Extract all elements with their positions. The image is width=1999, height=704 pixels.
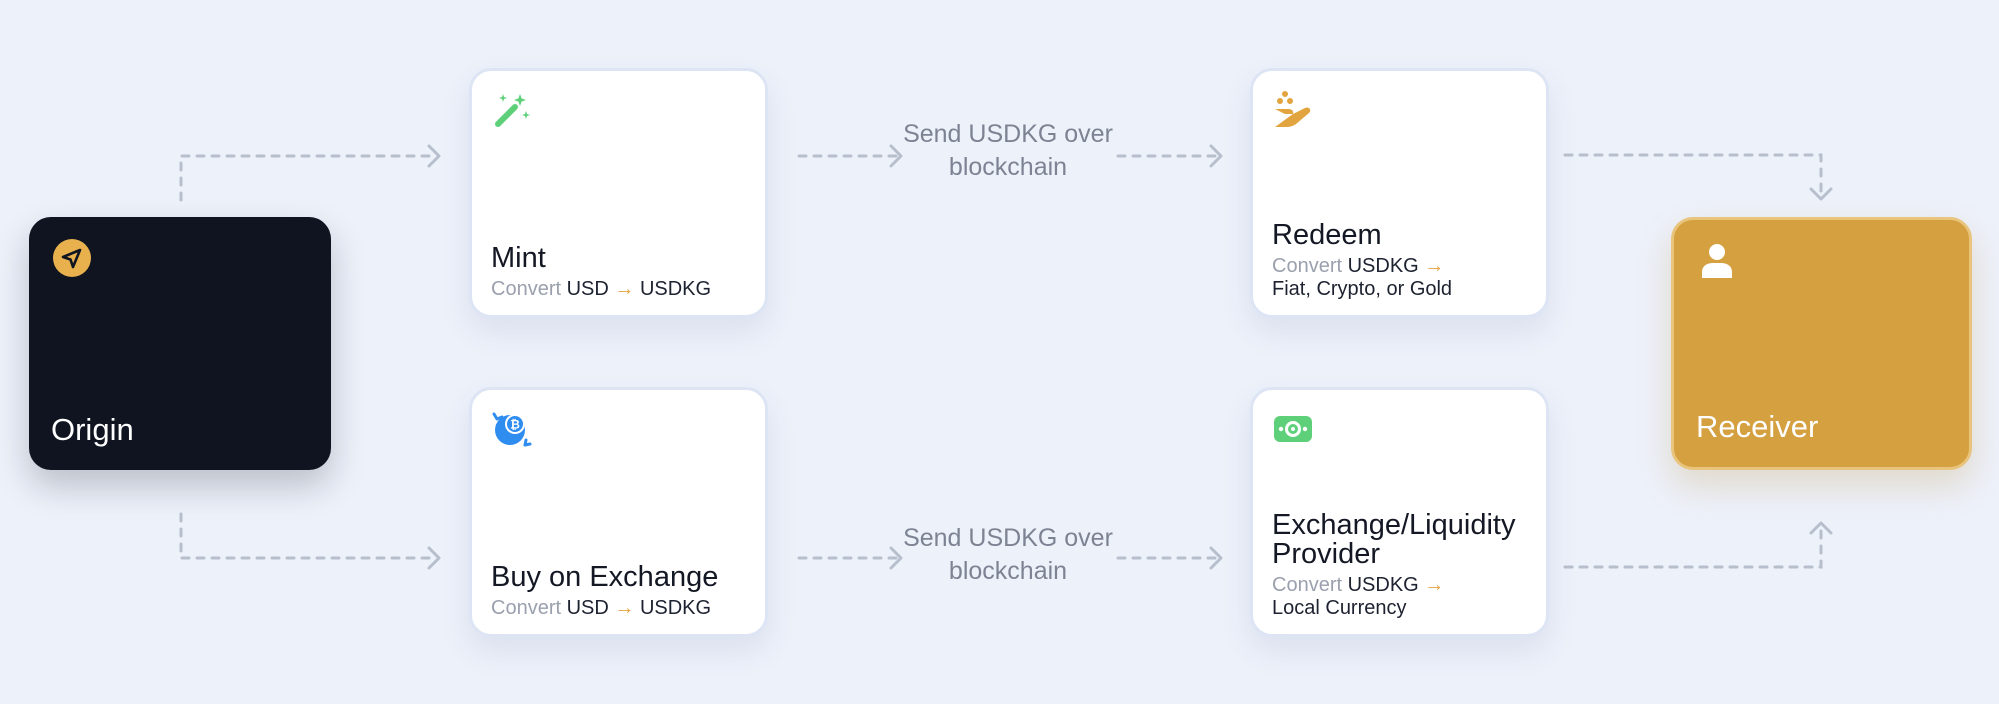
convert-to: Local Currency <box>1272 597 1407 619</box>
arrowhead-to-buy <box>427 546 441 570</box>
convert-from: USDKG <box>1347 255 1419 277</box>
mint-title: Mint <box>491 242 546 275</box>
magic-wand-icon <box>491 89 533 131</box>
convert-prefix: Convert <box>1272 574 1343 596</box>
bitcoin-exchange-icon: ₿ <box>491 408 533 450</box>
arrow-right-icon: → <box>614 597 635 619</box>
arrow-right-icon: → <box>1424 574 1445 596</box>
receiver-node[interactable]: Receiver <box>1671 217 1972 470</box>
arrowhead-to-exchange <box>1209 546 1223 570</box>
redeem-title: Redeem <box>1272 219 1382 252</box>
convert-to: USDKG <box>639 278 712 300</box>
convert-from: USDKG <box>1347 574 1419 596</box>
convert-from: USD <box>566 597 609 619</box>
exchange-provider-title: Exchange/Liquidity Provider <box>1272 508 1516 571</box>
arrowhead-to-redeem <box>1209 144 1223 168</box>
arrow-right-icon: → <box>1424 255 1445 277</box>
arrow-right-icon: → <box>614 278 635 300</box>
exchange-provider-subtitle: Convert USDKG → <box>1272 574 1536 597</box>
cash-icon <box>1272 408 1314 450</box>
convert-prefix: Convert <box>1272 255 1343 277</box>
mint-subtitle: Convert USD → USDKG <box>491 278 755 301</box>
arrowhead-up-from-receiver <box>1809 521 1833 535</box>
convert-prefix: Convert <box>491 278 562 300</box>
connector-redeem-to-receiver <box>1563 153 1823 198</box>
convert-to: Fiat, Crypto, or Gold <box>1272 278 1453 300</box>
send-icon <box>51 237 93 279</box>
user-icon <box>1696 240 1738 282</box>
arrowhead-to-send-top <box>889 144 903 168</box>
connector-origin-to-mint <box>179 154 438 202</box>
redeem-subtitle: Convert USDKG → <box>1272 255 1536 278</box>
connector-origin-to-buy <box>179 512 438 560</box>
receiver-label: Receiver <box>1696 409 1819 444</box>
arrowhead-to-send-bottom <box>889 546 903 570</box>
exchange-liquidity-provider-card[interactable]: Exchange/Liquidity Provider Convert USDK… <box>1250 387 1549 637</box>
svg-text:₿: ₿ <box>510 418 520 432</box>
hand-coins-icon <box>1272 89 1314 131</box>
buy-on-exchange-card[interactable]: ₿ Buy on Exchange Convert USD → USDKG <box>469 387 768 637</box>
origin-label: Origin <box>51 412 134 447</box>
send-over-blockchain-label-top: Send USDKG over blockchain <box>903 120 1113 181</box>
redeem-card[interactable]: Redeem Convert USDKG → Fiat, Crypto, or … <box>1250 68 1549 318</box>
connector-exchange-to-receiver <box>1563 524 1823 569</box>
origin-node[interactable]: Origin <box>29 217 331 470</box>
convert-to: USDKG <box>639 597 712 619</box>
convert-from: USD <box>566 278 609 300</box>
mint-card[interactable]: Mint Convert USD → USDKG <box>469 68 768 318</box>
convert-prefix: Convert <box>491 597 562 619</box>
buy-title: Buy on Exchange <box>491 561 719 594</box>
arrowhead-to-mint <box>427 144 441 168</box>
arrowhead-down-to-receiver <box>1809 187 1833 201</box>
send-over-blockchain-label-bottom: Send USDKG over blockchain <box>903 524 1113 585</box>
buy-subtitle: Convert USD → USDKG <box>491 597 755 620</box>
